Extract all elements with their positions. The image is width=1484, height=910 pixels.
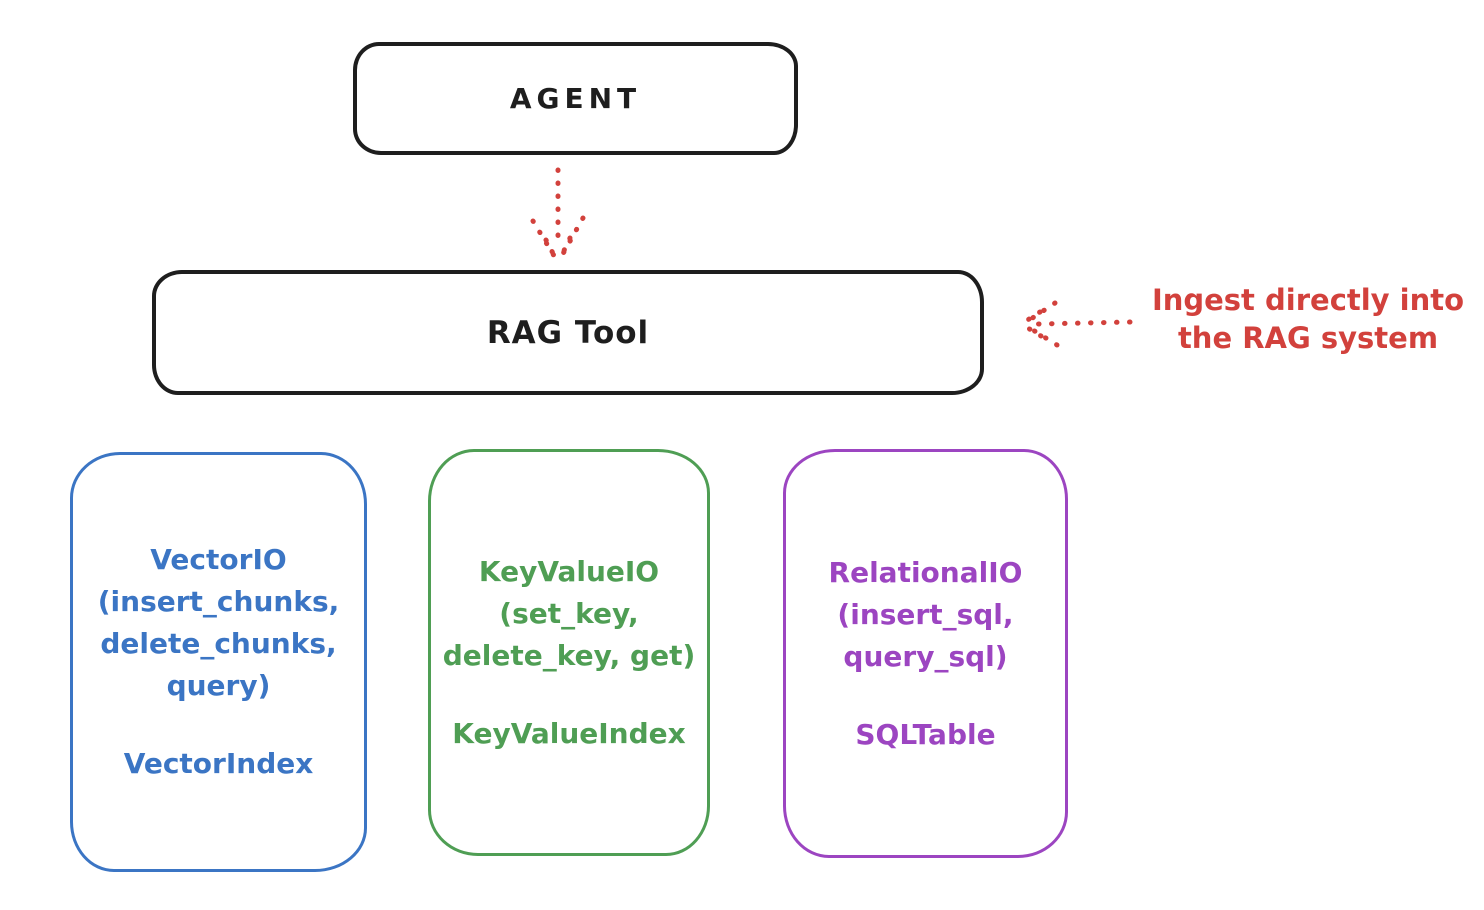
node-key-value-io[interactable]: KeyValueIO (set_key, delete_key, get) Ke… xyxy=(428,449,710,856)
vector-io-line-2: (insert_chunks, xyxy=(97,585,340,618)
sql-table-label: SQLTable xyxy=(855,717,996,751)
vector-io-line-4: query) xyxy=(166,669,271,702)
key-value-io-signature: KeyValueIO (set_key, delete_key, get) xyxy=(443,551,696,677)
node-relational-io[interactable]: RelationalIO (insert_sql, query_sql) SQL… xyxy=(783,449,1068,858)
relational-io-signature: RelationalIO (insert_sql, query_sql) xyxy=(829,552,1023,678)
key-value-index-label: KeyValueIndex xyxy=(452,716,686,750)
key-value-io-line-3: delete_key, get) xyxy=(442,638,696,672)
annotation-to-rag-arrow xyxy=(1020,300,1133,348)
node-agent[interactable]: AGENT xyxy=(353,42,798,155)
ingest-annotation-line-2: the RAG system xyxy=(1177,321,1439,355)
relational-io-line-3: query_sql) xyxy=(843,639,1008,673)
vector-io-line-3: delete_chunks, xyxy=(100,627,337,660)
node-rag-tool[interactable]: RAG Tool xyxy=(152,270,984,395)
key-value-io-line-1: KeyValueIO xyxy=(478,554,660,588)
vector-index-label: VectorIndex xyxy=(123,747,314,780)
agent-to-rag-arrow xyxy=(530,167,586,264)
node-vector-io[interactable]: VectorIO (insert_chunks, delete_chunks, … xyxy=(70,452,367,872)
vector-io-line-1: VectorIO xyxy=(150,543,287,576)
relational-io-line-1: RelationalIO xyxy=(828,555,1023,589)
rag-tool-label: RAG Tool xyxy=(486,314,650,351)
agent-label: AGENT xyxy=(509,82,642,115)
ingest-annotation-line-1: Ingest directly into xyxy=(1151,283,1465,317)
relational-io-line-2: (insert_sql, xyxy=(837,597,1014,631)
key-value-io-line-2: (set_key, xyxy=(499,596,639,630)
ingest-annotation: Ingest directly into the RAG system xyxy=(1140,281,1476,357)
vector-io-signature: VectorIO (insert_chunks, delete_chunks, … xyxy=(98,539,340,707)
